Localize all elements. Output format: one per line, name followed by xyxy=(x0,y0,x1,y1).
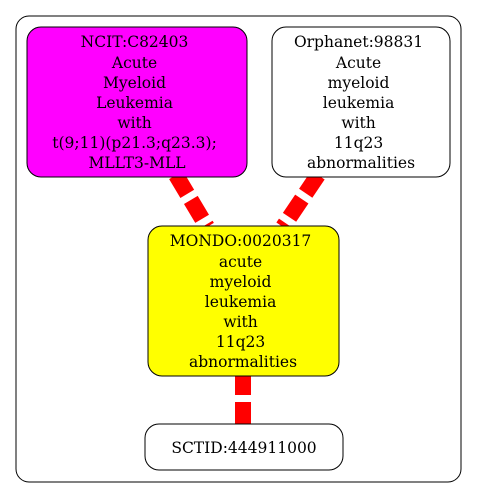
node-box xyxy=(26,26,248,178)
mondo-label-line: leukemia xyxy=(205,293,277,311)
sctid-id-label: SCTID:444911000 xyxy=(171,439,316,457)
edge-ncit-to-mondo xyxy=(169,170,214,232)
mondo-id-label: MONDO:0020317 xyxy=(170,232,312,250)
ncit-label-line: Leukemia xyxy=(96,94,173,112)
node-box xyxy=(144,423,344,471)
edge-orphanet-to-mondo xyxy=(276,170,325,232)
mondo-label-line: with xyxy=(223,313,257,331)
orphanet-id-label: Orphanet:98831 xyxy=(294,33,423,51)
orphanet-label-line: abnormalities xyxy=(307,154,415,172)
orphanet-label-line: with xyxy=(341,114,375,132)
orphanet-label-line: leukemia xyxy=(323,94,395,112)
orphanet-label-line: myeloid xyxy=(328,74,390,92)
node-box xyxy=(147,225,340,377)
mondo-label-line: myeloid xyxy=(210,273,272,291)
ncit-label-line: t(9;11)(p21.3;q23.3); xyxy=(52,134,217,152)
node-label: Orphanet:98831 Acute myeloid leukemia wi… xyxy=(294,33,428,172)
cluster-border xyxy=(15,15,462,483)
node-box xyxy=(271,26,451,178)
node-label: SCTID:444911000 xyxy=(171,439,316,457)
edge-line xyxy=(169,170,214,232)
node-label: NCIT:C82403 Acute Myeloid Leukemia with … xyxy=(52,33,221,172)
node-orphanet[interactable]: Orphanet:98831 Acute myeloid leukemia wi… xyxy=(271,26,451,178)
ncit-label-line: Acute xyxy=(111,54,157,72)
ncit-id-label: NCIT:C82403 xyxy=(81,33,189,51)
node-sctid[interactable]: SCTID:444911000 xyxy=(144,423,344,471)
node-label: MONDO:0020317 acute myeloid leukemia wit… xyxy=(170,232,316,371)
node-mondo[interactable]: MONDO:0020317 acute myeloid leukemia wit… xyxy=(147,225,340,377)
mondo-label-line: acute xyxy=(219,253,262,271)
ncit-label-line: Myeloid xyxy=(103,74,166,92)
ncit-label-line: with xyxy=(117,114,151,132)
node-ncit[interactable]: NCIT:C82403 Acute Myeloid Leukemia with … xyxy=(26,26,248,178)
edge-line xyxy=(276,170,325,232)
ncit-label-line: MLLT3-MLL xyxy=(88,154,185,172)
mondo-label-line: 11q23 xyxy=(216,333,265,351)
mondo-label-line: abnormalities xyxy=(189,353,297,371)
orphanet-label-line: 11q23 xyxy=(334,134,383,152)
orphanet-label-line: Acute xyxy=(335,54,381,72)
